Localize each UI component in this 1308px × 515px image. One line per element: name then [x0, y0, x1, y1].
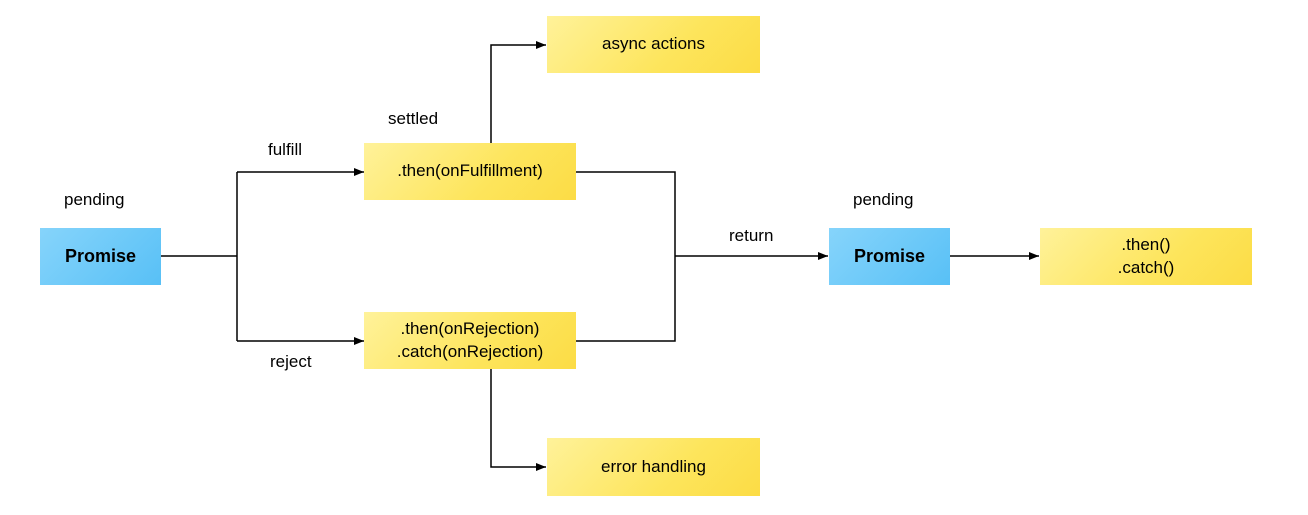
then-rejection-node: .then(onRejection) .catch(onRejection) — [364, 312, 576, 369]
arrow-error-handling — [490, 369, 546, 471]
connector-merge-top — [576, 171, 676, 342]
return-label: return — [729, 226, 774, 245]
then-catch-line2: .catch() — [1117, 257, 1175, 277]
promise-node-returned-label: Promise — [853, 246, 926, 267]
error-handling-label: error handling — [601, 456, 706, 476]
arrow-async-actions — [490, 41, 546, 143]
then-fulfillment-label: .then(onFulfillment) — [397, 161, 543, 181]
then-catch-node: .then() .catch() — [1040, 228, 1252, 285]
pending-label-start: pending — [64, 190, 125, 209]
settled-label: settled — [388, 109, 439, 128]
promise-node-returned: Promise — [829, 228, 950, 285]
async-actions-label: async actions — [602, 34, 705, 54]
reject-label: reject — [270, 352, 312, 371]
then-fulfillment-node: .then(onFulfillment) — [364, 143, 576, 200]
then-rejection-line1: .then(onRejection) — [400, 318, 540, 338]
then-catch-line1: .then() — [1121, 234, 1171, 254]
promise-node-start: Promise — [40, 228, 161, 285]
error-handling-node: error handling — [547, 438, 760, 496]
promise-node-start-label: Promise — [64, 246, 137, 267]
fulfill-label: fulfill — [268, 140, 303, 159]
then-rejection-line2: .catch(onRejection) — [396, 341, 544, 361]
pending-label-returned: pending — [853, 190, 914, 209]
async-actions-node: async actions — [547, 16, 760, 73]
